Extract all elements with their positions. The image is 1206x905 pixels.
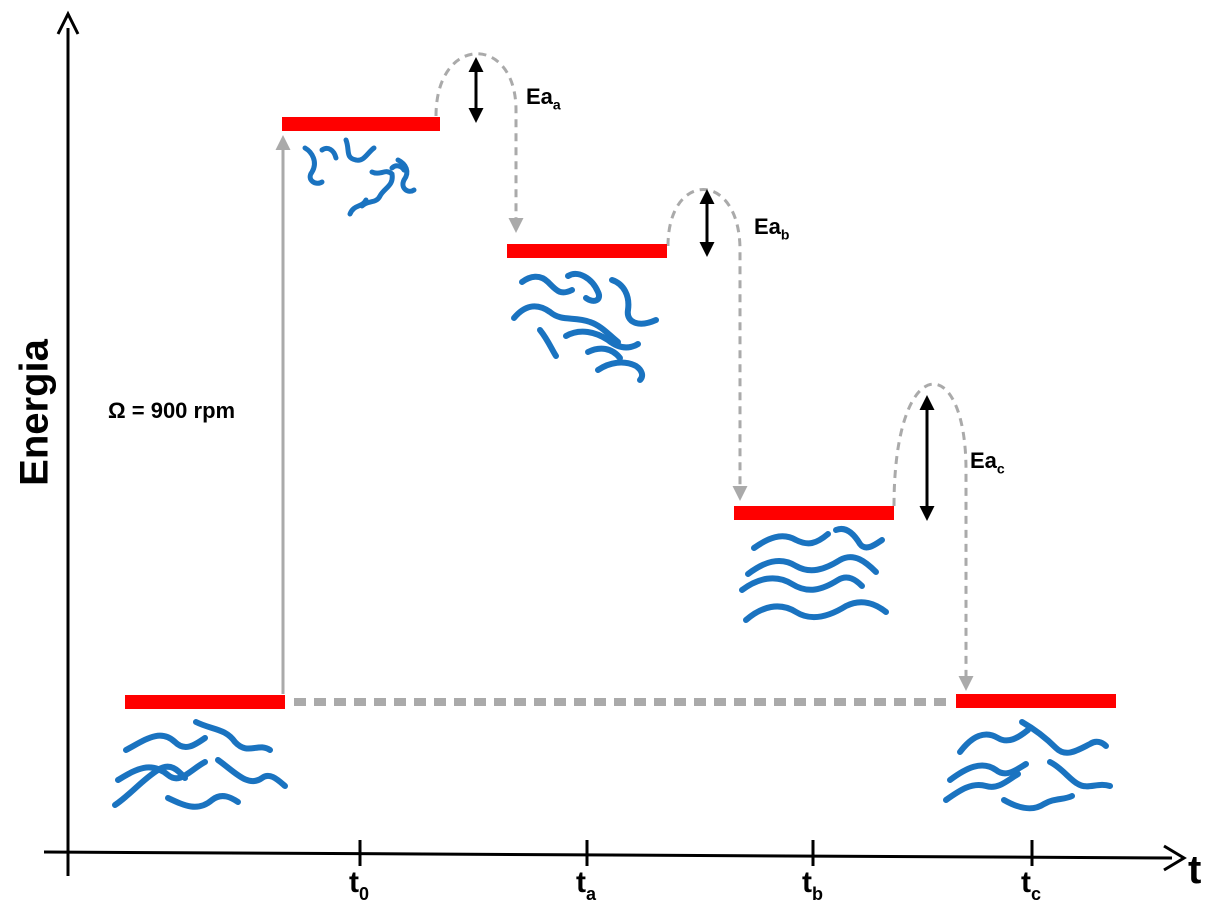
transition-a-path — [434, 52, 524, 233]
x-axis — [43, 850, 1173, 860]
chains-initial — [112, 719, 288, 810]
energy-level-b — [734, 506, 894, 520]
tick-label-tc: tc — [1021, 866, 1042, 905]
tick-label-ta: ta — [576, 866, 597, 905]
tick-label-t0: t0 — [349, 866, 370, 905]
x-axis-label: t — [1188, 848, 1202, 892]
activation-arrows — [468, 57, 935, 521]
chains-a — [511, 271, 659, 383]
chains-excited — [302, 137, 417, 217]
rotation-speed-label: Ω = 900 rpm — [108, 398, 236, 423]
chains-final — [943, 719, 1113, 812]
polymer-chains — [112, 137, 1113, 812]
ea-a-label: Eaa — [526, 84, 561, 113]
energy-level-initial — [125, 695, 285, 709]
ea-c-label: Eac — [970, 448, 1005, 477]
y-axis-label: Energia — [12, 339, 57, 486]
energy-levels — [125, 117, 1116, 709]
transition-c-path — [892, 382, 974, 691]
tick-label-tb: tb — [802, 866, 823, 905]
energy-level-final — [956, 694, 1116, 708]
ea-b-label: Eab — [754, 214, 790, 243]
chains-b — [739, 526, 889, 623]
transition-b-path — [666, 188, 748, 501]
y-axis-arrowhead — [56, 10, 80, 35]
axes — [43, 10, 1187, 876]
energy-level-excited — [282, 117, 440, 131]
energy-level-a — [507, 244, 667, 258]
x-axis-arrowhead — [1163, 844, 1187, 872]
